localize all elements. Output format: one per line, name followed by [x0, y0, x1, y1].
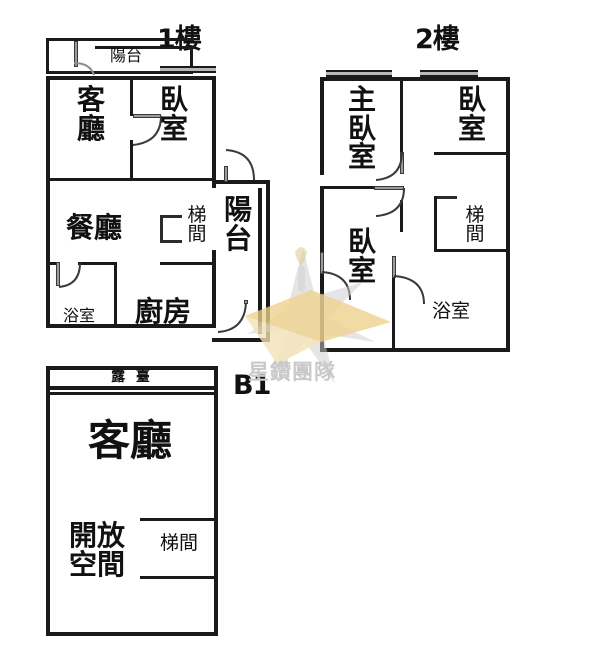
floor-label-b1: B1	[233, 370, 271, 401]
wall-stairwell-bottom-b1	[140, 576, 218, 579]
wall-terrace-rail	[50, 392, 214, 395]
door-leaf-bathroom-1f[interactable]	[56, 262, 60, 286]
wall-master-bedroom-divider-upper	[400, 77, 403, 152]
wall-balcony-top-inner	[96, 38, 194, 41]
wall-b1-bottom	[46, 632, 218, 636]
wall-bedroom-dining	[130, 178, 216, 181]
room-label-living-b1: 客廳	[87, 416, 172, 465]
room-label-bathroom-2f: 浴室	[431, 300, 470, 322]
wall-balcony-rail	[95, 46, 195, 49]
wall-sidebalcony-top	[212, 180, 270, 184]
wall-2f-left-upper	[320, 77, 324, 175]
wall-b1-left	[46, 366, 50, 636]
wall-living-dining	[46, 178, 130, 181]
room-label-master-bedroom-2f: 主 臥 室	[347, 83, 376, 174]
door-swing-kitchen-balcony	[217, 299, 247, 333]
door-leaf-balcony-1f[interactable]	[74, 41, 78, 67]
wall-terrace-bottom	[50, 386, 214, 390]
door-swing-bedroom1-2f	[375, 151, 403, 181]
wall-sidebalcony-left-stub	[212, 180, 216, 188]
room-label-balcony-top-1f: 陽台	[109, 46, 142, 65]
wall-sidebalcony-bottom	[212, 338, 270, 342]
room-label-bedroom1-2f: 臥 室	[457, 83, 486, 145]
floor-plan-2f: 2樓 梯 間	[300, 0, 600, 360]
wall-2f-top	[320, 77, 510, 81]
wall-stairwell-top-b1	[140, 518, 218, 521]
door-leaf-kitchen-balcony[interactable]	[244, 300, 248, 304]
room-label-terrace-b1: 露 臺	[111, 369, 153, 385]
door-swing-entry-1f	[225, 149, 255, 181]
wall-bedroom1-bottom-2f	[434, 152, 510, 155]
wall-1f-right-lower	[212, 250, 216, 328]
stair-rail-1f	[160, 215, 163, 243]
wall-master-bedroom-bottom	[320, 186, 380, 189]
wall-1f-bottom	[46, 324, 216, 328]
stair-tread-2f-a	[437, 196, 457, 199]
wall-balcony-right	[190, 46, 193, 74]
wall-bath-top-right	[78, 262, 116, 265]
wall-1f-right-upper	[212, 76, 216, 180]
door-leaf-bedroom2-2f[interactable]	[320, 252, 324, 274]
stair-tread-1f-a	[160, 215, 182, 218]
floor-label-2f: 2樓	[415, 24, 460, 55]
door-swing-bathroom-2f	[393, 275, 425, 305]
room-label-dining-1f: 餐廳	[65, 211, 122, 244]
wall-master-bedroom-divider-lower	[400, 200, 403, 232]
wall-balcony-bottom	[46, 71, 192, 74]
wall-b1-top	[46, 366, 218, 370]
wall-sidebalcony-right	[266, 180, 270, 342]
door-leaf-entry-1f[interactable]	[224, 166, 228, 182]
wall-2f-right	[506, 77, 510, 352]
door-swing-balcony-1f	[73, 62, 95, 76]
window-bedroom-2f	[420, 70, 478, 77]
room-label-bathroom-1f: 浴室	[62, 306, 95, 325]
wall-bath-top-left	[46, 262, 60, 265]
stair-tread-1f-b	[160, 240, 182, 243]
room-label-stairwell-2f: 梯 間	[465, 204, 485, 246]
room-label-balcony-side-1f: 陽 台	[223, 193, 252, 255]
wall-2f-bottom	[320, 348, 510, 352]
floor-plan-1f: 1樓 陽台 梯 間	[0, 0, 300, 360]
room-label-open-space-b1: 開放 空間	[68, 519, 125, 581]
door-swing-bedroom-1f	[132, 115, 162, 146]
room-label-kitchen-1f: 廚房	[134, 295, 191, 328]
window-master-bedroom-2f	[326, 70, 392, 77]
wall-bath-kitchen	[114, 262, 117, 328]
wall-b1-right	[214, 366, 218, 636]
wall-kitchen-top	[160, 262, 216, 265]
door-swing-bathroom-1f	[58, 262, 81, 288]
door-leaf-bathroom-2f[interactable]	[392, 256, 396, 278]
room-label-living-1f: 客 廳	[76, 83, 105, 145]
wall-living-bedroom-lower	[130, 140, 133, 180]
floor-plan-b1: B1 露 臺 梯間 客廳 開放 空間	[0, 358, 300, 650]
wall-living-bedroom-upper	[130, 76, 133, 116]
wall-stairwell-bottom-2f	[434, 249, 510, 252]
door-swing-master-bedroom-2f	[375, 187, 405, 217]
room-label-bedroom-1f: 臥 室	[159, 83, 188, 145]
wall-stairwell-left-2f	[434, 196, 437, 252]
room-label-stairwell-b1: 梯間	[159, 532, 198, 554]
wall-1f-left	[46, 76, 50, 328]
window-bedroom-1f	[160, 66, 216, 73]
wall-balcony-left	[46, 38, 49, 74]
room-label-bedroom2-2f: 臥 室	[347, 225, 376, 287]
room-label-stairwell-1f: 梯 間	[187, 204, 207, 246]
wall-bathroom-left-2f	[392, 256, 395, 348]
